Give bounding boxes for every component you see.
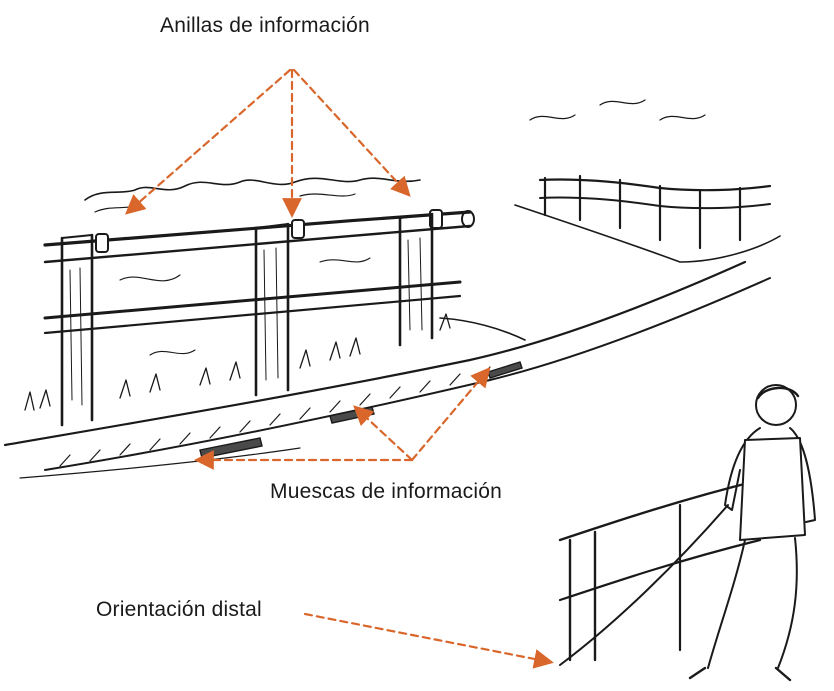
ring-arrow-left <box>125 68 292 215</box>
person-with-cane <box>558 384 816 682</box>
ring-arrow-right <box>292 68 411 197</box>
ground-walkway <box>3 260 771 479</box>
information-rings-label: Anillas de información <box>160 14 370 37</box>
distal-orientation-label: Orientación distal <box>96 598 262 621</box>
annotation-arrows <box>125 68 554 669</box>
notch-arrow-right <box>410 366 491 462</box>
main-fence <box>24 177 475 427</box>
information-notches-label: Muescas de información <box>270 480 503 503</box>
notch-arrow-middle <box>353 405 414 462</box>
distal-arrow <box>303 612 554 669</box>
distant-fence <box>514 99 781 263</box>
